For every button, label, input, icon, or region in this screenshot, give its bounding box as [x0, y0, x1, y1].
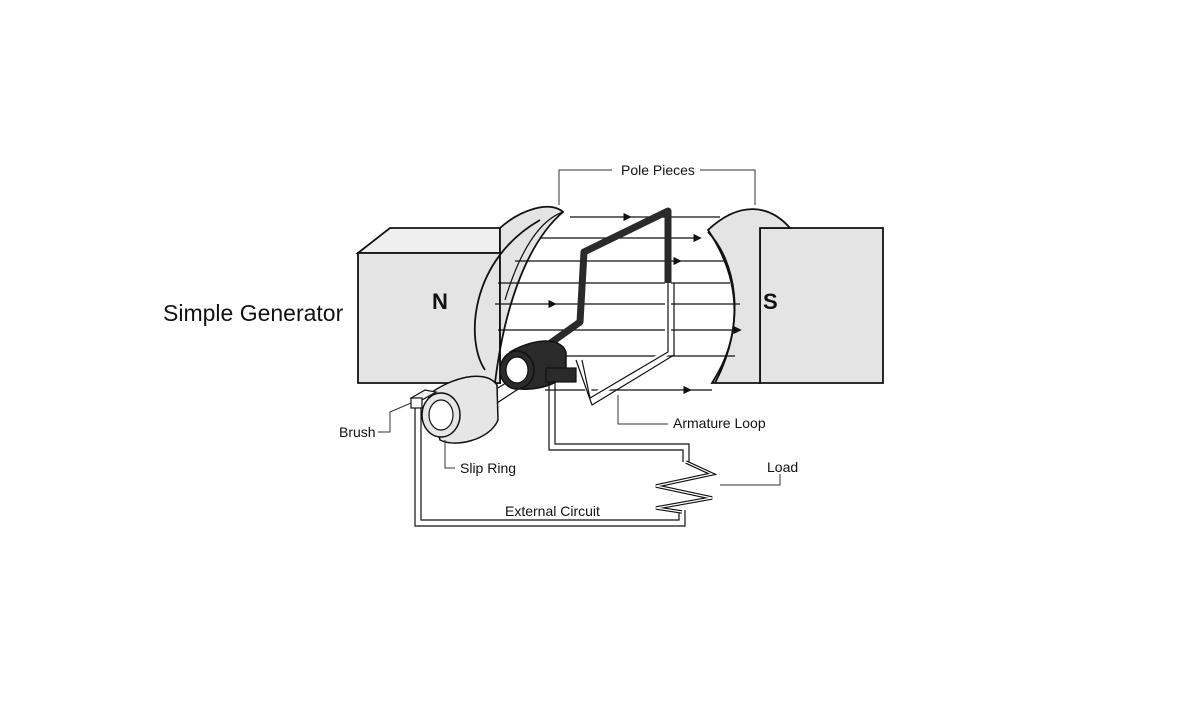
armature-loop-label: Armature Loop [673, 415, 766, 431]
armature-loop [517, 207, 675, 406]
load-resistor [655, 460, 718, 514]
load-label: Load [767, 459, 798, 475]
external-circuit-label: External Circuit [505, 503, 600, 519]
north-magnet [355, 205, 565, 384]
slip-ring-label: Slip Ring [460, 460, 516, 476]
brush-left [409, 389, 438, 409]
slip-ring [421, 375, 499, 444]
north-pole-label: N [432, 289, 448, 314]
diagram-title: Simple Generator [163, 300, 344, 326]
south-magnet [706, 208, 884, 384]
brush-label: Brush [339, 424, 376, 440]
south-pole-label: S [763, 289, 778, 314]
brush-right [545, 367, 577, 383]
leader-lines [378, 169, 781, 486]
north-pole-face [473, 219, 541, 371]
south-pole-face [707, 231, 736, 384]
pole-pieces-label: Pole Pieces [621, 162, 695, 178]
external-circuit-wires [414, 382, 690, 527]
